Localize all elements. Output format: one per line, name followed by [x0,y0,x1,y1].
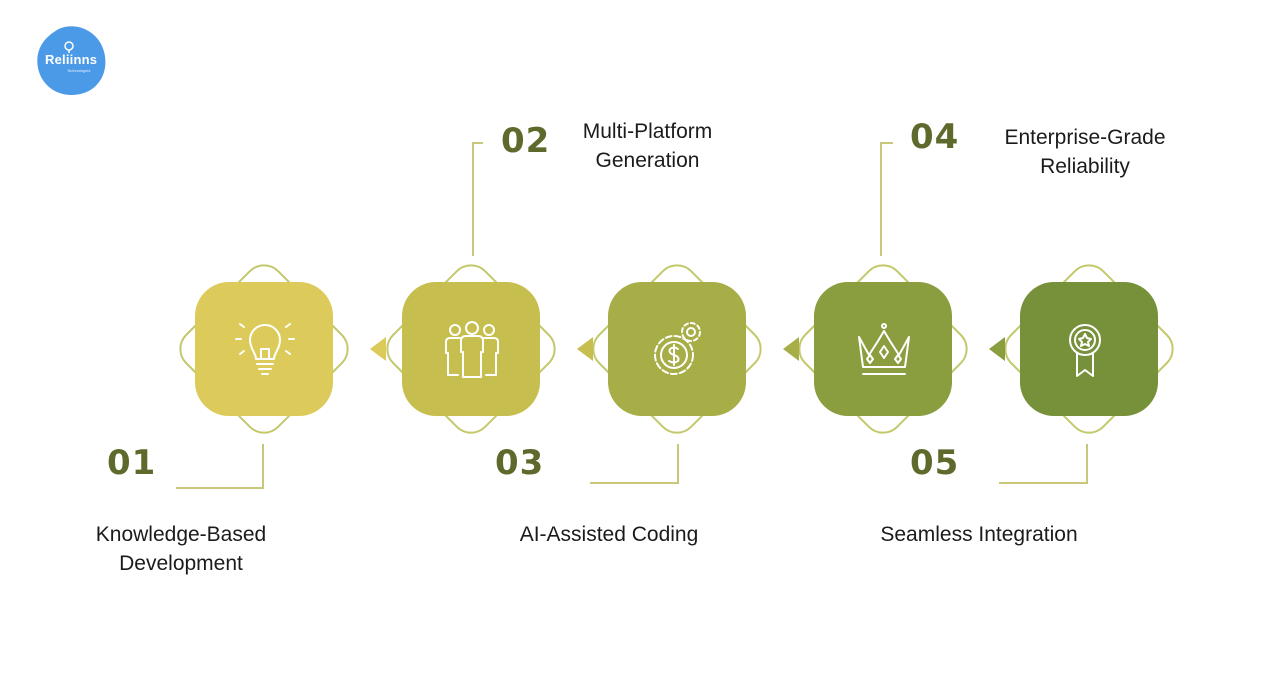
dollar-gears-icon [654,322,701,375]
connector-lines [176,142,1088,489]
chevron-arrow-01 [370,337,386,361]
chevron-arrow-04 [989,337,1005,361]
step-title-05: Seamless Integration [880,523,1078,546]
connector-01 [176,444,264,489]
logo-subtitle: Technologies [67,68,91,73]
lightbulb-icon [235,323,295,375]
award-medal-icon [1069,324,1101,377]
chevron-arrow-03 [783,337,799,361]
step-title-02: Multi-Platform Generation [582,120,713,172]
step-number-02: 02 [501,121,551,161]
company-logo [37,26,106,96]
diamond-fill-02 [402,282,540,416]
step-diamond-02 [386,264,593,434]
step-title-03: AI-Assisted Coding [519,523,699,546]
step-number-04: 04 [910,117,960,157]
logo-text: Reliinns [45,52,98,67]
connector-03 [590,444,679,484]
step-number-01: 01 [107,443,157,483]
connector-04 [880,142,893,256]
connector-05 [999,444,1088,484]
logo-bulb-icon [64,41,74,53]
connector-02 [472,142,483,256]
step-title-04: Enterprise-Grade Reliability [1004,126,1166,178]
step-number-03: 03 [495,443,545,483]
chevron-arrow-02 [577,337,593,361]
step-title-01: Knowledge-Based Development [95,523,267,575]
step-number-05: 05 [910,443,960,483]
logo-blob [37,26,106,96]
team-icon [445,321,499,378]
crown-icon [858,323,910,375]
step-diamond-01 [179,264,386,434]
step-diamond-04 [798,264,1005,434]
